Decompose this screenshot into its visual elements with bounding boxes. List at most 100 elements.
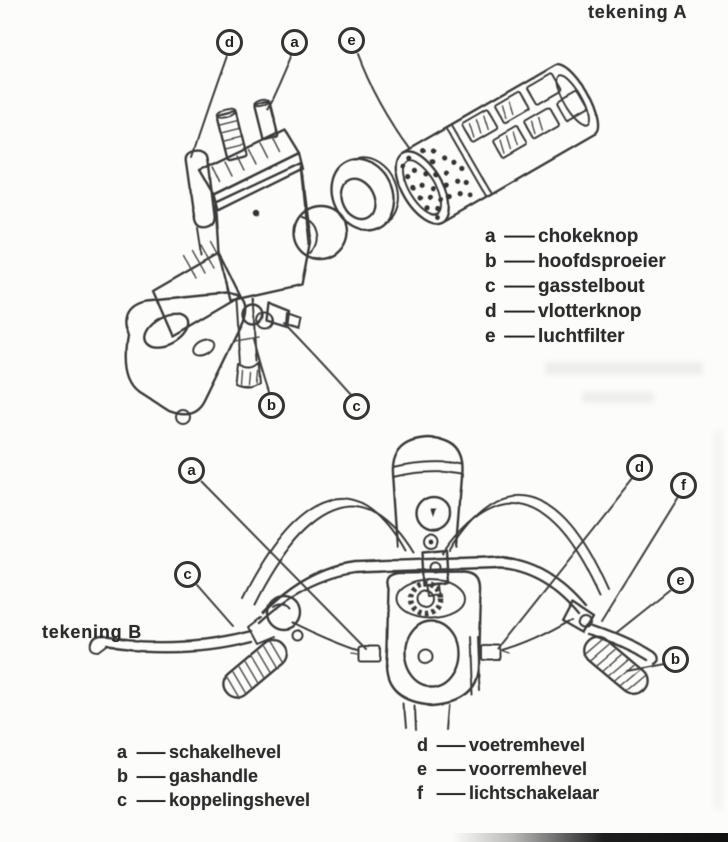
legend-letter: e [485, 325, 496, 347]
legend-letter: c [117, 789, 128, 810]
leader-a-e [356, 52, 410, 149]
handlebar [256, 554, 587, 624]
light-switch [560, 598, 595, 633]
left-lever-clamp [246, 593, 303, 644]
air-filter [394, 62, 599, 225]
tickler-knob [184, 149, 216, 255]
legend-dash: — [436, 782, 466, 803]
legend-label: luchtfilter [538, 325, 625, 347]
legend-label: gasstelbout [538, 275, 645, 297]
callout-a-d: d [216, 29, 243, 56]
callout-letter: c [352, 398, 361, 415]
callout-letter: d [224, 34, 235, 51]
leader-b-d [497, 477, 634, 649]
legend-label: vlotterknop [538, 300, 642, 322]
legend-dash: — [136, 765, 166, 786]
legend-letter: f [417, 782, 423, 803]
control-cables [241, 493, 609, 651]
leader-a-a [266, 54, 292, 110]
figure-b-legend-left: a — schakelhevel b — gashandle c — koppe… [117, 740, 310, 812]
legend-letter: b [117, 765, 128, 786]
frame-center [384, 569, 482, 706]
legend-letter: a [485, 225, 496, 247]
right-grip [582, 635, 649, 696]
legend-letter: c [485, 275, 496, 297]
legend-dash: — [136, 789, 166, 810]
callout-a-e: e [338, 27, 365, 54]
callout-letter: c [183, 566, 192, 583]
carburetor-body [213, 160, 312, 302]
intake-spigot [291, 203, 349, 261]
scan-bleedthrough-smudge [582, 392, 654, 403]
leader-a-c [282, 321, 352, 396]
leader-b-e [615, 589, 671, 634]
figure-b-title: tekening B [42, 622, 143, 642]
callout-a-b: b [258, 392, 285, 419]
headlamp [414, 494, 452, 596]
carburetor-diagram [124, 52, 599, 424]
legend-dash: — [504, 300, 535, 322]
legend-dash: — [504, 225, 535, 247]
legend-letter: e [417, 758, 428, 779]
legend-dash: — [436, 758, 466, 779]
figure-b-leader-lines [195, 477, 678, 671]
leader-b-f [600, 496, 678, 621]
leader-b-b [625, 662, 664, 671]
callout-letter: a [187, 462, 196, 479]
callout-b-c: c [174, 561, 201, 588]
callout-letter: d [634, 459, 645, 476]
callout-letter: a [290, 34, 299, 51]
legend-label: hoofdsproeier [538, 250, 666, 272]
callout-b-e: e [667, 567, 694, 594]
legend-letter: d [485, 300, 497, 322]
fig-b-legend-item-f: f — lichtschakelaar [417, 781, 599, 805]
callout-letter: e [676, 572, 685, 589]
callout-b-d: d [626, 454, 653, 481]
mounting-flange [124, 290, 246, 424]
choke-screw [214, 107, 247, 161]
callout-b-f: f [670, 472, 697, 499]
legend-dash: — [504, 275, 535, 297]
scan-bleedthrough-smudge [545, 362, 703, 375]
scan-edge-streak [714, 430, 722, 810]
legend-label: schakelhevel [169, 741, 282, 762]
handlebar-diagram [88, 434, 678, 730]
leader-b-a [200, 480, 367, 650]
callout-b-a: a [178, 457, 205, 484]
leader-a-b [252, 337, 270, 394]
fig-b-legend-item-b: b — gashandle [117, 764, 310, 788]
fig-b-legend-item-a: a — schakelhevel [117, 740, 310, 764]
legend-label: voorremhevel [469, 758, 588, 779]
figure-a-legend: a — chokeknop b — hoofdsproeier c — gass… [485, 224, 666, 349]
fig-a-legend-item-e: e — luchtfilter [485, 324, 666, 349]
callout-letter: b [266, 397, 277, 414]
callout-a-a: a [281, 29, 308, 56]
fork-legs [402, 635, 480, 730]
brake-rod-bolt [479, 643, 510, 660]
callout-a-c: c [343, 393, 370, 420]
fig-a-legend-item-d: d — vlotterknop [485, 299, 666, 324]
scan-edge-band [452, 833, 728, 842]
legend-letter: a [117, 741, 128, 762]
legend-dash: — [136, 741, 166, 762]
callout-b-b: b [662, 646, 689, 673]
legend-dash: — [436, 734, 466, 755]
fig-b-legend-item-e: e — voorremhevel [417, 757, 599, 781]
legend-dash: — [504, 250, 535, 272]
fig-b-legend-item-c: c — koppelingshevel [117, 788, 310, 812]
legend-label: koppelingshevel [169, 789, 311, 810]
fig-a-legend-item-a: a — chokeknop [485, 224, 666, 249]
figure-b-legend-right: d — voetremhevel e — voorremhevel f — li… [417, 733, 599, 805]
fig-a-legend-item-c: c — gasstelbout [485, 274, 666, 299]
legend-label: voetremhevel [469, 734, 586, 755]
fig-a-legend-item-b: b — hoofdsproeier [485, 249, 666, 274]
callout-letter: f [681, 477, 686, 494]
legend-label: gashandle [169, 765, 259, 786]
legend-letter: d [417, 734, 428, 755]
callout-letter: b [670, 651, 681, 668]
legend-label: chokeknop [538, 225, 639, 247]
legend-letter: b [485, 250, 497, 272]
seal-ring [329, 155, 399, 231]
fig-b-legend-item-d: d — voetremhevel [417, 733, 599, 757]
